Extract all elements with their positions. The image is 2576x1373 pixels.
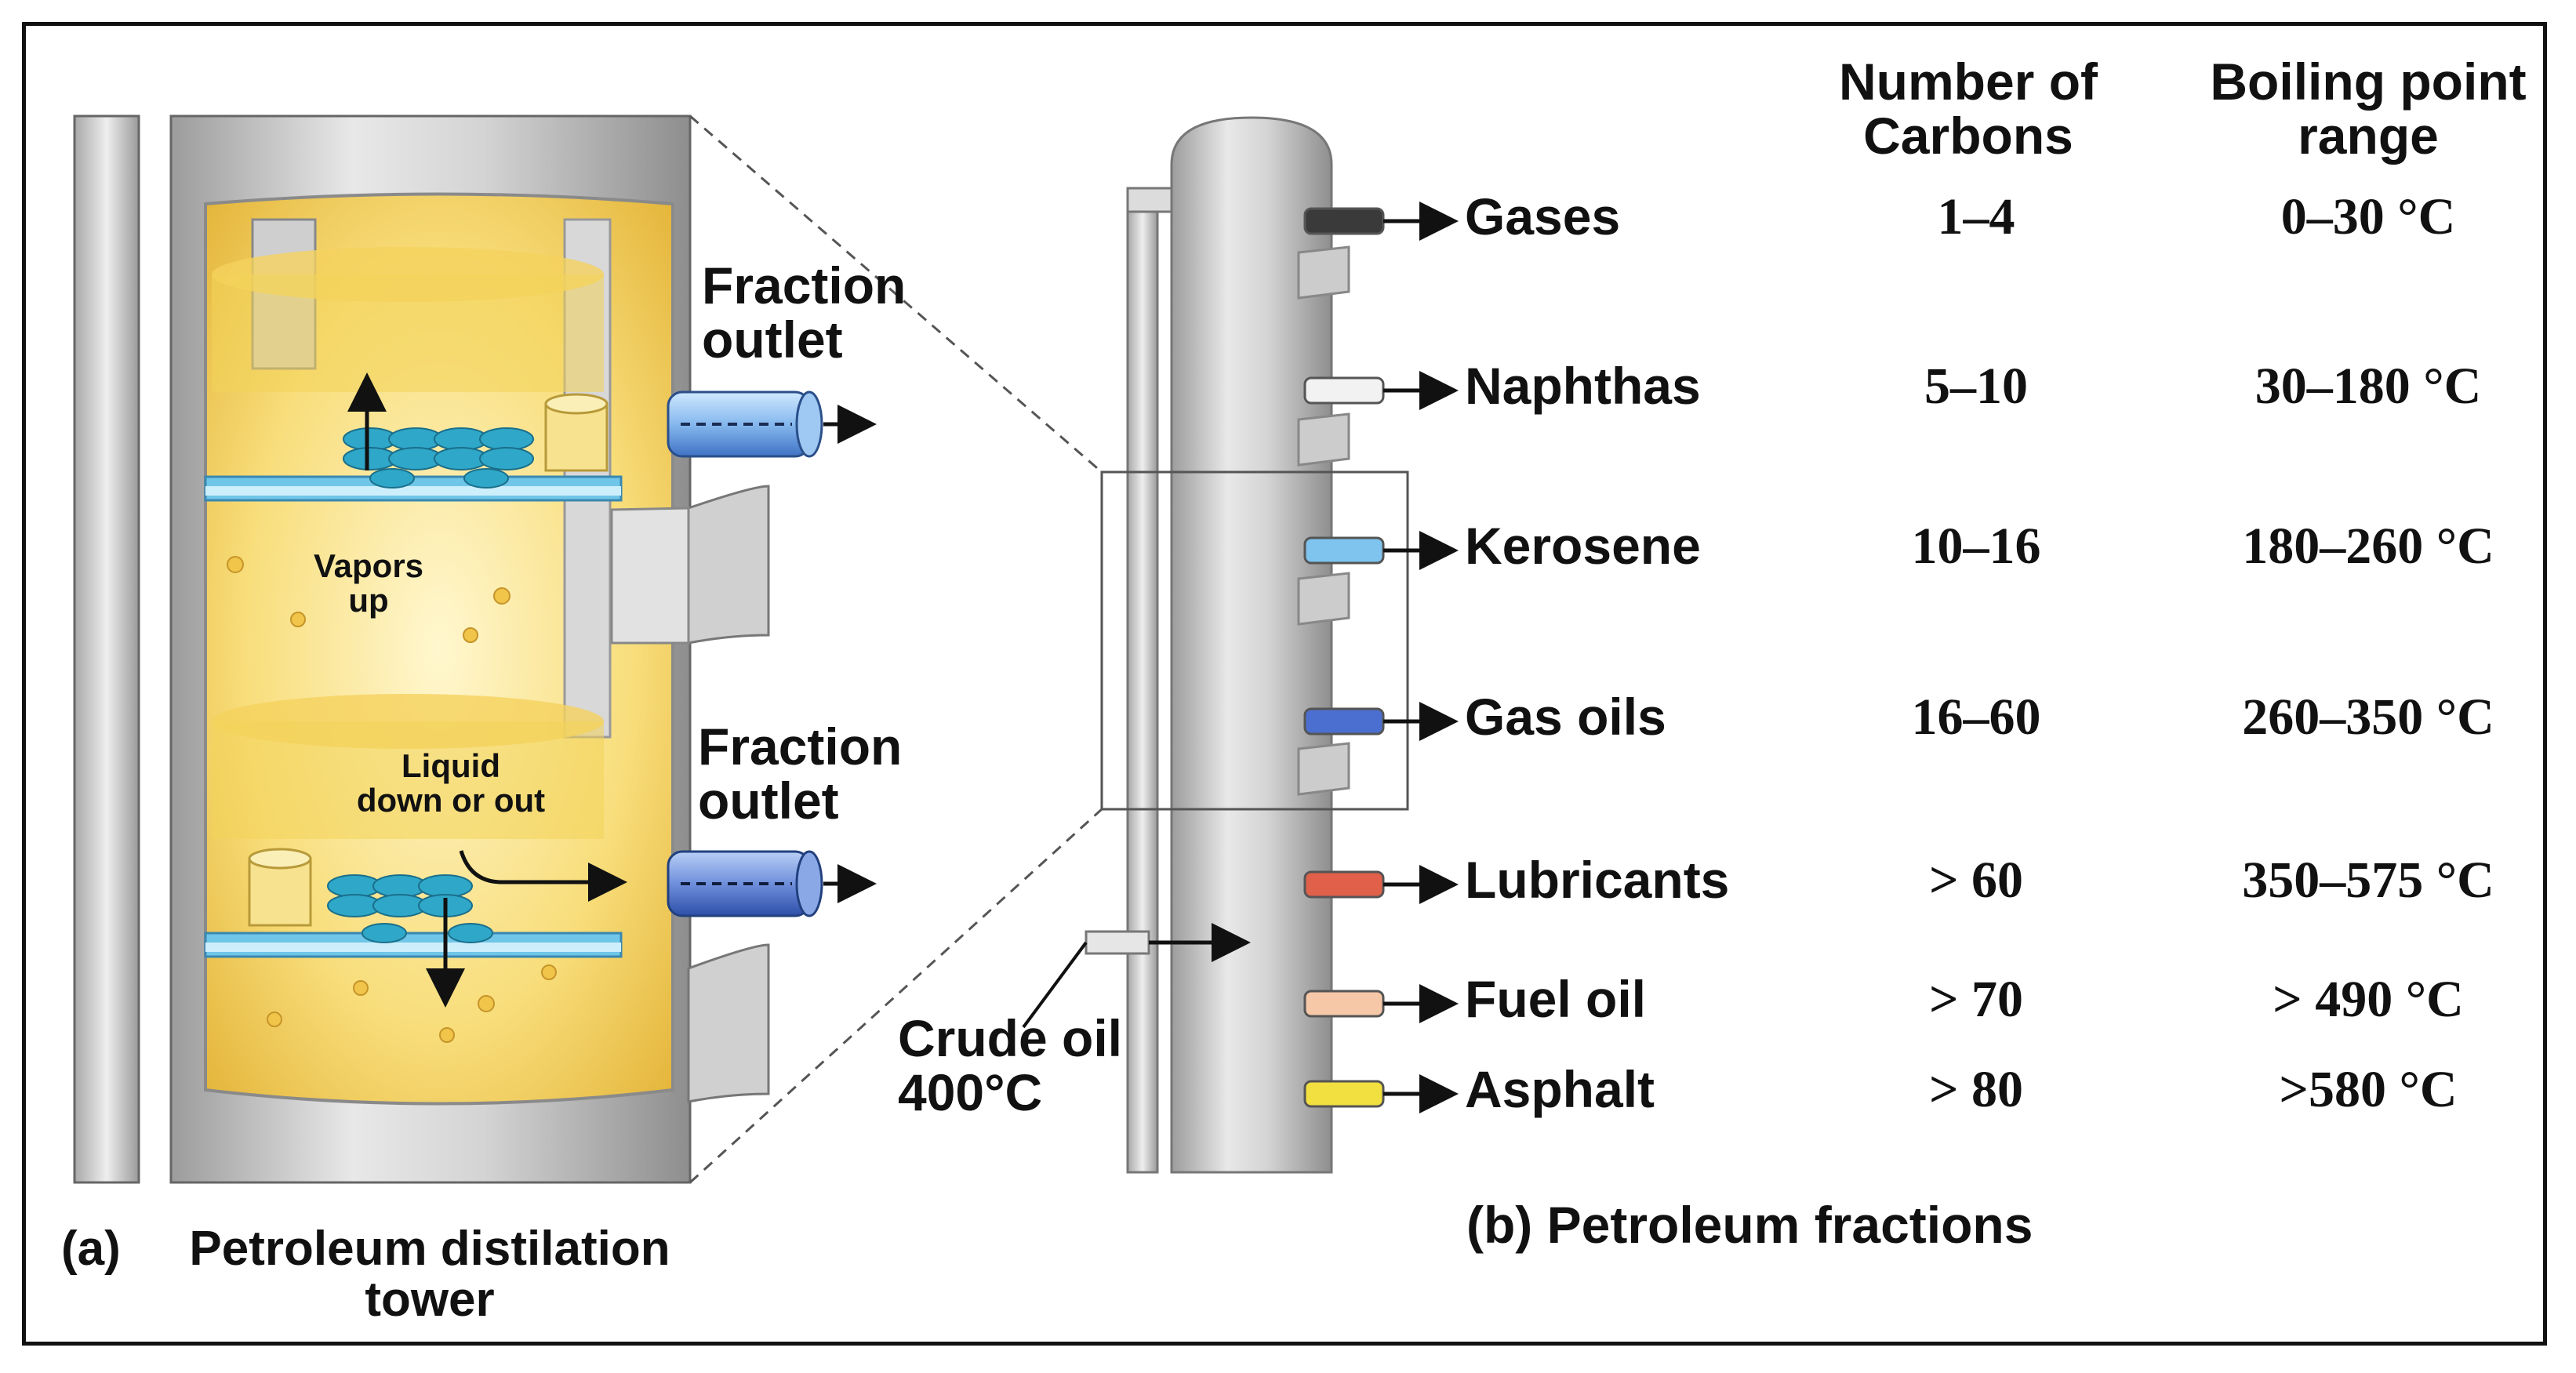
- outlet-pipe-2: [1303, 536, 1385, 565]
- outer-border: [22, 22, 2547, 1346]
- panel-a-letter: (a): [61, 1222, 121, 1276]
- fraction-name-4: Lubricants: [1465, 851, 1730, 909]
- outlet-pipe-4: [1303, 870, 1385, 899]
- outlet-pipe-5: [1303, 990, 1385, 1018]
- fraction-carbons-0: 1–4: [1937, 188, 2015, 245]
- fraction-outlets: [1303, 202, 1459, 1113]
- fraction-boiling-4: 350–575 °C: [2242, 852, 2494, 909]
- outlet-pipe-1: [1303, 376, 1385, 405]
- fraction-carbons-4: > 60: [1928, 852, 2024, 909]
- fraction-boiling-1: 30–180 °C: [2254, 358, 2482, 415]
- panel-a-tower-cutaway: [73, 114, 1103, 1184]
- fraction-boiling-5: > 490 °C: [2273, 971, 2464, 1028]
- fraction-carbons-3: 16–60: [1911, 688, 2041, 746]
- fraction-boiling-6: >580 °C: [2279, 1061, 2458, 1118]
- fraction-name-3: Gas oils: [1465, 688, 1666, 746]
- fraction-carbons-5: > 70: [1928, 971, 2024, 1028]
- fraction-carbons-1: 5–10: [1924, 358, 2028, 415]
- fraction-carbons-2: 10–16: [1911, 518, 2041, 575]
- panel-b-title: (b) Petroleum fractions: [1466, 1196, 2033, 1254]
- outlet-pipe-0: [1303, 207, 1385, 235]
- outlet-pipe-3: [1303, 707, 1385, 736]
- fraction-boiling-3: 260–350 °C: [2242, 688, 2494, 746]
- fraction-name-6: Asphalt: [1465, 1060, 1655, 1118]
- fraction-carbons-6: > 80: [1928, 1061, 2024, 1118]
- fraction-name-0: Gases: [1465, 187, 1621, 245]
- outlet-pipe-6: [1303, 1080, 1385, 1108]
- fraction-name-5: Fuel oil: [1465, 970, 1646, 1028]
- panel-b-column: [1022, 116, 1409, 1174]
- fraction-boiling-2: 180–260 °C: [2242, 518, 2494, 575]
- fraction-name-2: Kerosene: [1465, 517, 1701, 575]
- fraction-boiling-0: 0–30 °C: [2280, 188, 2456, 245]
- fraction-name-1: Naphthas: [1465, 357, 1701, 415]
